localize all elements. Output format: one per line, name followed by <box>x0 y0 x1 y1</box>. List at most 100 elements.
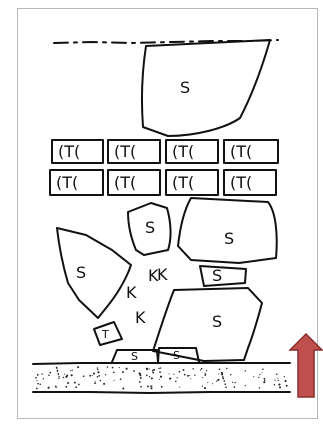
ground-grain <box>122 371 124 373</box>
svg-text:(T(: (T( <box>114 173 136 192</box>
ground-grain <box>105 374 106 375</box>
ground-grain <box>205 373 206 374</box>
ground-grain <box>221 373 223 375</box>
ground-grain <box>259 374 260 375</box>
ground-grain <box>278 384 280 386</box>
ground-grain <box>103 383 105 385</box>
ground-grain <box>120 378 122 380</box>
ground-grain <box>204 387 206 389</box>
bottom-large-label: S <box>212 312 222 331</box>
ground-grain <box>41 373 42 374</box>
bottom-large-block <box>153 288 262 361</box>
ground-grain <box>39 384 41 386</box>
ground-grain <box>190 378 191 379</box>
ground-grain <box>72 370 73 371</box>
ground-grain <box>100 380 102 382</box>
ground-grain <box>216 380 217 381</box>
tiny-right-label: S <box>212 266 222 285</box>
ground-grain <box>244 370 245 371</box>
ground-grain <box>230 374 231 375</box>
top-block-label: S <box>180 78 190 97</box>
ground-grain <box>56 368 57 369</box>
ground-grain <box>139 374 141 376</box>
k-mark: K <box>126 283 137 302</box>
ground-grain <box>175 381 176 382</box>
ground-grain <box>274 384 276 386</box>
tiny-right-block <box>200 266 246 286</box>
ground-grains <box>35 366 287 389</box>
ground-grain <box>119 367 120 368</box>
bottom-small-label-2: S <box>173 349 180 362</box>
ground-grain <box>173 374 174 375</box>
ground-grain <box>275 380 276 381</box>
ground-grain <box>207 382 208 383</box>
ground-grain <box>146 368 148 370</box>
ground-grain <box>140 377 142 379</box>
ground-bottom-line <box>33 392 290 393</box>
ground-grain <box>279 386 281 388</box>
ground-grain <box>83 375 85 377</box>
ground-grain <box>146 374 148 376</box>
ground-grain <box>258 377 259 378</box>
ground-grain <box>192 368 193 369</box>
k-mark: K <box>135 308 146 327</box>
ground-grain <box>152 372 154 374</box>
ground-grain <box>147 385 149 387</box>
ground-grain <box>179 387 180 388</box>
ground-grain <box>114 380 115 381</box>
ground-grain <box>259 387 260 388</box>
ground-grain <box>202 377 203 378</box>
ground-top-line <box>33 363 290 364</box>
ground-grain <box>149 368 150 369</box>
ground-grain <box>204 374 206 376</box>
tablet-row-1: (T( (T( (T( (T( <box>52 140 278 163</box>
ground-grain <box>48 387 50 389</box>
ground-grain <box>113 371 115 373</box>
ground-grain <box>66 375 68 377</box>
ground-grain <box>71 374 73 376</box>
ground-grain <box>224 383 226 385</box>
ground-grain <box>160 367 161 368</box>
ground-grain <box>58 374 59 375</box>
svg-text:(T(: (T( <box>230 173 252 192</box>
tablet-row-2: (T( (T( (T( (T( <box>50 170 276 195</box>
ground-grain <box>97 376 99 378</box>
ground-grain <box>126 368 128 370</box>
ground-grain <box>158 368 159 369</box>
ground-grain <box>201 368 203 370</box>
ground-grain <box>139 381 141 383</box>
ground-grain <box>107 366 109 368</box>
ground-grain <box>36 388 38 390</box>
ground-grain <box>286 385 288 387</box>
ground-grain <box>133 370 135 372</box>
ground-grain <box>284 376 285 377</box>
ground-grain <box>97 371 99 373</box>
ground-grain <box>89 375 91 377</box>
ground-grain <box>98 375 100 377</box>
ground-grain <box>206 370 207 371</box>
ground-grain <box>63 377 65 379</box>
ground-grain <box>234 382 235 383</box>
ground-grain <box>92 375 93 376</box>
ground-grain <box>187 375 189 377</box>
mid-small-label: S <box>145 218 155 237</box>
ground-grain <box>50 372 52 374</box>
ground-grain <box>55 387 56 388</box>
svg-text:(T(: (T( <box>114 142 136 161</box>
ground-grain <box>57 373 59 375</box>
ground-grain <box>184 374 186 376</box>
ground-grain <box>35 377 37 379</box>
ground-grain <box>223 380 225 382</box>
ground-grain <box>151 377 153 379</box>
ground-grain <box>264 379 265 380</box>
ground-grain <box>58 376 59 377</box>
ground-grain <box>67 382 69 384</box>
ground-grain <box>37 383 39 385</box>
ground-grain <box>159 379 160 380</box>
ground-grain <box>217 379 219 381</box>
mid-left-label: S <box>76 263 86 282</box>
k-mark: K <box>157 265 168 284</box>
ground-grain <box>218 373 219 374</box>
ground-grain <box>150 387 152 389</box>
